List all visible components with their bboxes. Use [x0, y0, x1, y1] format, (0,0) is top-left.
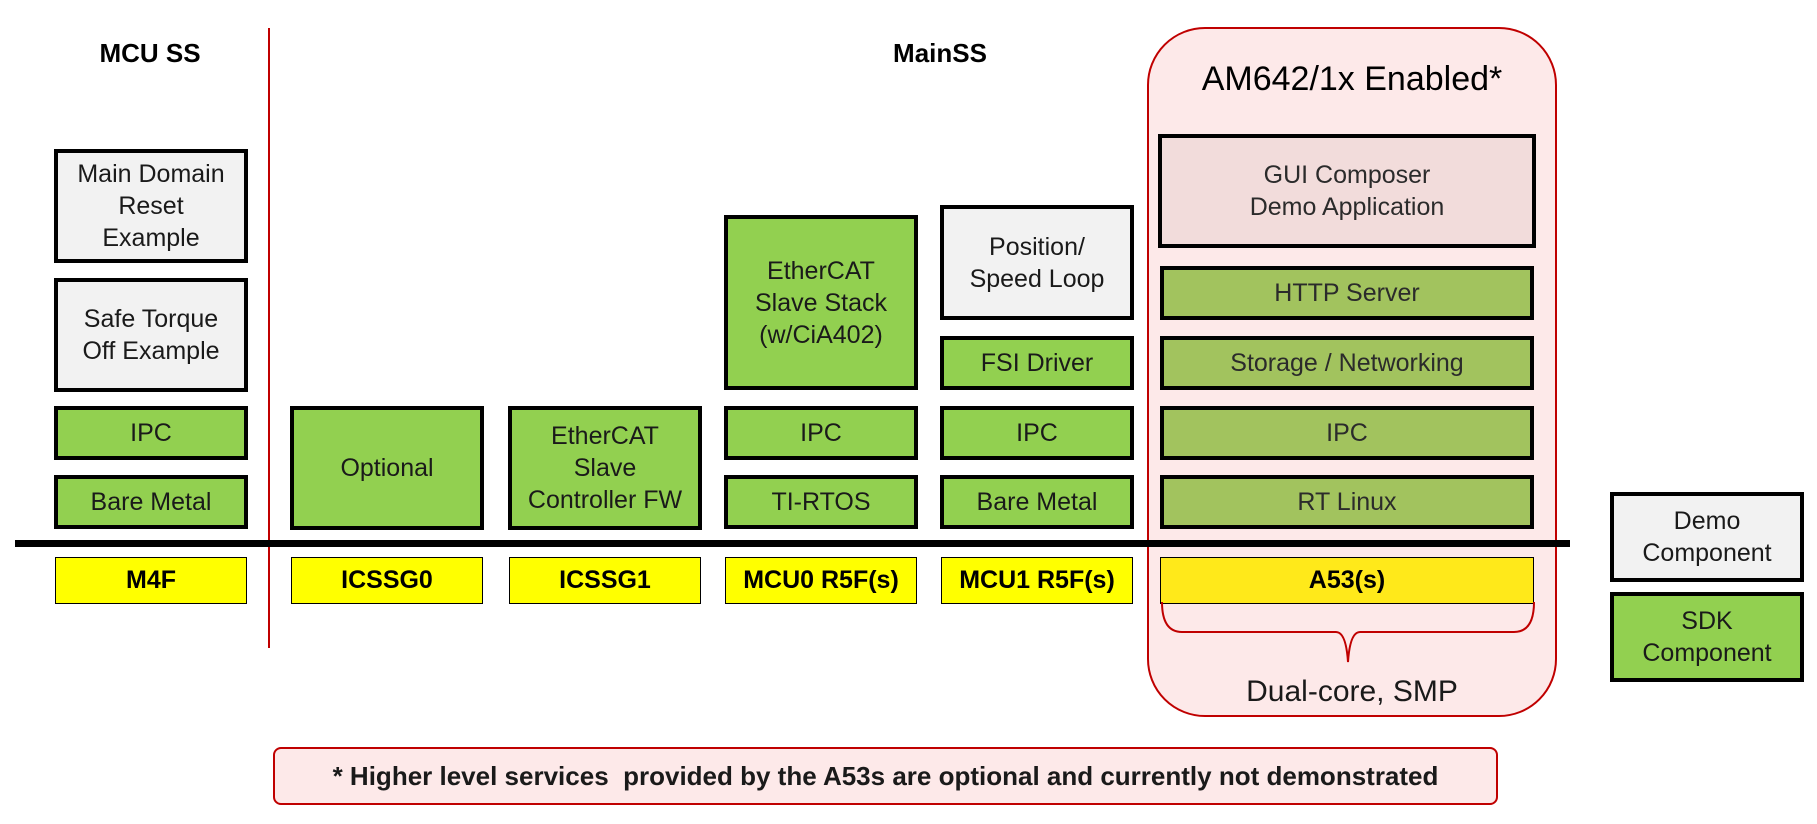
icssg0-optional-box: Optional [290, 406, 484, 530]
rt-linux-box: RT Linux [1160, 475, 1534, 529]
mcu0-r5f-core-label: MCU0 R5F(s) [725, 557, 917, 604]
http-server-box: HTTP Server [1160, 266, 1534, 320]
footnote-note: * Higher level services provided by the … [273, 747, 1498, 805]
main-ss-heading: MainSS [893, 38, 987, 68]
a53-core-label: A53(s) [1160, 557, 1534, 604]
fsi-driver-box: FSI Driver [940, 336, 1134, 390]
gui-composer-demo-application-box: GUI Composer Demo Application [1158, 134, 1536, 248]
am642-enabled-title: AM642/1x Enabled* [1201, 60, 1503, 98]
dual-core-smp-note: Dual-core, SMP [1246, 675, 1458, 708]
safe-torque-off-example-box: Safe Torque Off Example [54, 278, 248, 392]
mcu0-ipc-box: IPC [724, 406, 918, 460]
m4f-core-label: M4F [55, 557, 247, 604]
mcu0-ti-rtos-box: TI-RTOS [724, 475, 918, 529]
icssg0-core-label: ICSSG0 [291, 557, 483, 604]
icssg1-core-label: ICSSG1 [509, 557, 701, 604]
ethercat-slave-stack-box: EtherCAT Slave Stack (w/CiA402) [724, 215, 918, 390]
storage-networking-box: Storage / Networking [1160, 336, 1534, 390]
dual-core-brace [1161, 601, 1535, 663]
mcu1-r5f-core-label: MCU1 R5F(s) [941, 557, 1133, 604]
a53-ipc-box: IPC [1160, 406, 1534, 460]
mcu-main-divider [268, 28, 270, 648]
mcu-ss-ipc-box: IPC [54, 406, 248, 460]
hardware-baseline [15, 540, 1570, 547]
legend-demo-component: Demo Component [1610, 492, 1804, 582]
mcu-ss-heading: MCU SS [99, 38, 201, 68]
legend-sdk-component: SDK Component [1610, 592, 1804, 682]
mcu-ss-bare-metal-box: Bare Metal [54, 475, 248, 529]
position-speed-loop-box: Position/ Speed Loop [940, 205, 1134, 320]
ethercat-slave-controller-fw-box: EtherCAT Slave Controller FW [508, 406, 702, 530]
mcu1-ipc-box: IPC [940, 406, 1134, 460]
main-domain-reset-example-box: Main Domain Reset Example [54, 149, 248, 263]
mcu1-bare-metal-box: Bare Metal [940, 475, 1134, 529]
